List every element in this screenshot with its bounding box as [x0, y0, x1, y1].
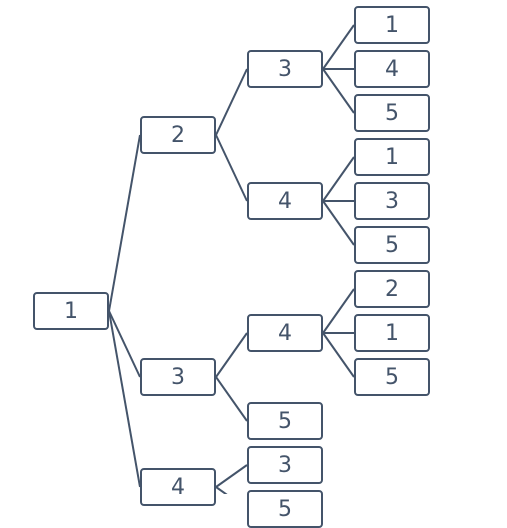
tree-node-root-1-0: 4: [247, 314, 323, 352]
tree-node-root-0-0-1: 4: [354, 50, 430, 88]
tree-edge: [322, 24, 355, 70]
tree-node-root: 1: [33, 292, 109, 330]
tree-node-root-1-1: 5: [247, 402, 323, 440]
tree-edge: [322, 332, 355, 378]
tree-node-root-1: 3: [140, 358, 216, 396]
tree-node-root-0-0: 3: [247, 50, 323, 88]
tree-node-root-0-1-0: 1: [354, 138, 430, 176]
tree-edges: [108, 24, 355, 494]
tree-node-root-1-0-0: 2: [354, 270, 430, 308]
tree-edge: [322, 288, 355, 334]
tree-edge: [322, 200, 355, 246]
tree-node-root-0-1: 4: [247, 182, 323, 220]
tree-edge: [108, 310, 141, 488]
tree-node-root-2-0: 3: [247, 446, 323, 484]
tree-node-root-0-0-0: 1: [354, 6, 430, 44]
tree-node-root-0-0-2: 5: [354, 94, 430, 132]
tree-edge: [108, 310, 141, 378]
tree-edge: [215, 464, 248, 488]
tree-edge: [215, 332, 248, 378]
tree-edge: [215, 68, 248, 136]
tree-edge: [215, 486, 228, 494]
tree-edge: [322, 156, 355, 202]
tree-node-root-1-0-2: 5: [354, 358, 430, 396]
tree-edge: [108, 134, 141, 312]
tree-node-root-0: 2: [140, 116, 216, 154]
tree-node-root-1-0-1: 1: [354, 314, 430, 352]
tree-edge: [322, 68, 355, 114]
tree-node-root-2: 4: [140, 468, 216, 506]
tree-node-root-0-1-2: 5: [354, 226, 430, 264]
tree-edge: [215, 134, 248, 202]
tree-edge: [215, 376, 248, 422]
tree-node-root-0-1-1: 3: [354, 182, 430, 220]
tree-node-root-2-1: 5: [247, 490, 323, 528]
